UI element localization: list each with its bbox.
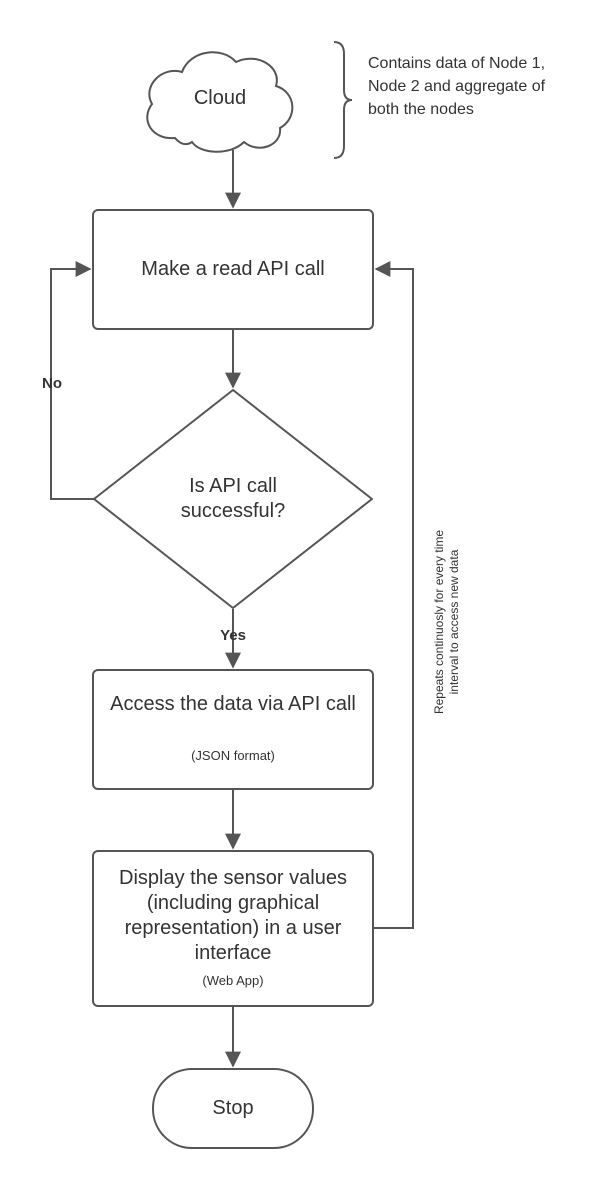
decision-diamond [93, 389, 373, 609]
arrow-repeat-loop [373, 261, 414, 929]
stop-terminal [152, 1068, 314, 1149]
cloud-annotation: Contains data of Node 1, Node 2 and aggr… [368, 55, 546, 118]
stop-label: Stop [212, 1097, 254, 1119]
access-data-label: Access the data via API call [110, 693, 356, 715]
repeat-edge-label: Repeats continuosly for every time inter… [432, 472, 462, 772]
make-api-call-box [92, 209, 374, 330]
no-edge-label: No [42, 375, 62, 392]
arrow-no-loop [50, 261, 94, 500]
repeat-edge-label-line-2: interval to access new data [447, 549, 461, 695]
decision-label: Is API call successful? [180, 475, 286, 522]
repeat-edge-label-line-1: Repeats continuosly for every time [432, 529, 446, 715]
display-values-label: Display the sensor values (including gra… [119, 867, 347, 964]
make-api-call-label: Make a read API call [141, 258, 325, 280]
cloud-shape [146, 51, 294, 153]
access-data-sublabel: (JSON format) [191, 748, 275, 763]
annotation-brace [333, 41, 353, 159]
yes-edge-label: Yes [220, 627, 246, 644]
access-data-box [92, 669, 374, 790]
cloud-label: Cloud [193, 87, 247, 109]
display-values-sublabel: (Web App) [202, 973, 264, 988]
